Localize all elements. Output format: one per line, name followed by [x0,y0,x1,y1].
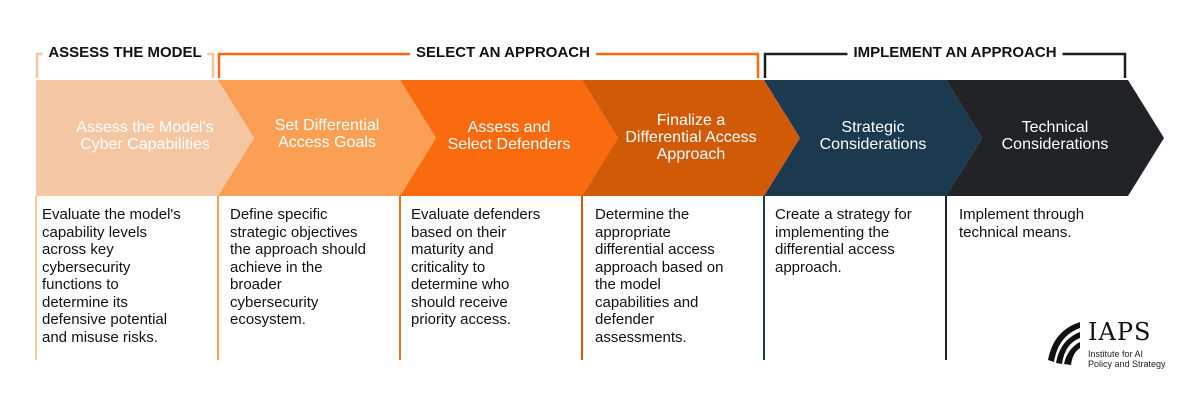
step-chevron-6 [946,80,1164,196]
logo-subtitle-line-2: Policy and Strategy [1088,359,1166,369]
step-divider-4 [581,196,583,360]
step-description-6: Implement through technical means. [959,206,1085,241]
step-chevron-3 [400,80,618,196]
step-description-1: Evaluate the model's capability levels a… [42,206,181,346]
step-description-5: Create a strategy for implementing the d… [775,206,912,276]
phase-select-an-approach: SELECT AN APPROACH [217,42,760,82]
step-title-3: Assess and Select Defenders [447,119,571,153]
step-divider-1 [35,196,37,360]
step-divider-2 [217,196,219,360]
step-chevron-4 [582,80,800,196]
logo-subtitle-line-1: Institute for AI [1088,349,1144,359]
step-title-5: Strategic Considerations [819,119,927,153]
step-title-1: Assess the Model's Cyber Capabilities [76,119,214,153]
step-chevron-2 [218,80,436,196]
step-divider-3 [399,196,401,360]
step-divider-5 [763,196,765,360]
step-description-3: Evaluate defenders based on their maturi… [411,206,541,328]
phase-label: SELECT AN APPROACH [410,44,596,61]
phase-assess-the-model: ASSESS THE MODEL [35,42,215,82]
step-description-4: Determine the appropriate differential a… [595,206,724,346]
phase-label: ASSESS THE MODEL [42,44,208,61]
step-title-4: Finalize a Differential Access Approach [625,112,757,163]
step-chevron-1 [36,80,254,196]
step-description-2: Define specific strategic objectives the… [230,206,366,328]
step-divider-6 [945,196,947,360]
iaps-logo-mark-icon [1048,322,1080,365]
logo-title: IAPS [1088,318,1152,346]
phase-label: IMPLEMENT AN APPROACH [847,44,1063,61]
step-title-6: Technical Considerations [1001,119,1109,153]
iaps-logo: IAPS Institute for AI Policy and Strateg… [1046,318,1166,370]
step-chevron-5 [764,80,982,196]
phase-implement-an-approach: IMPLEMENT AN APPROACH [763,42,1127,82]
step-title-2: Set Differential Access Goals [274,117,380,151]
